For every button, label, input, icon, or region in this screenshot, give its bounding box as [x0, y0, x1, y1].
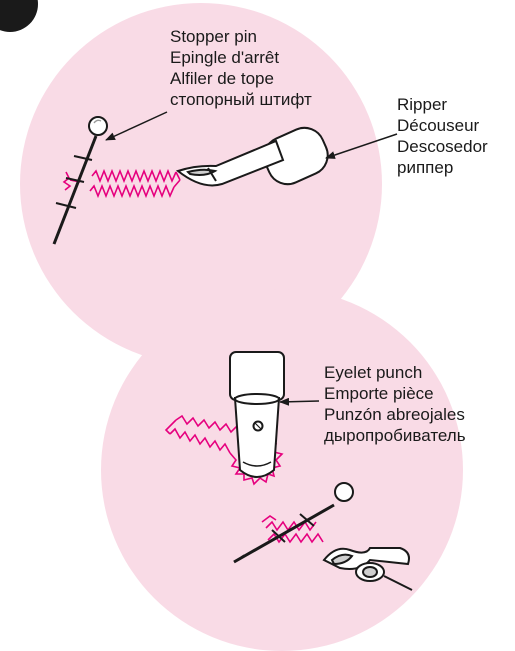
eyelet-punch-label-ru: дыропробиватель [324, 425, 466, 446]
eyelet-punch-label-en: Eyelet punch [324, 362, 466, 383]
stopper-pin-label: Stopper pin Epingle d'arrêt Alfiler de t… [170, 26, 312, 110]
eyelet-punch-label: Eyelet punch Emporte pièce Punzón abreoj… [324, 362, 466, 446]
ripper-label-es: Descosedor [397, 136, 488, 157]
eyelet-punch-leader [280, 401, 319, 402]
ripper-label-en: Ripper [397, 94, 488, 115]
ripper-label-ru: риппер [397, 157, 488, 178]
ripper-label-fr: Découseur [397, 115, 488, 136]
stopper-pin-label-ru: стопорный штифт [170, 89, 312, 110]
step-badge [0, 0, 38, 32]
stopper-pin-label-es: Alfiler de tope [170, 68, 312, 89]
eyelet-punch-label-es: Punzón abreojales [324, 404, 466, 425]
eyelet-punch-label-fr: Emporte pièce [324, 383, 466, 404]
stopper-pin-label-fr: Epingle d'arrêt [170, 47, 312, 68]
eyelet-scene-circle [101, 289, 463, 651]
stopper-pin-label-en: Stopper pin [170, 26, 312, 47]
ripper-label: Ripper Découseur Descosedor риппер [397, 94, 488, 178]
